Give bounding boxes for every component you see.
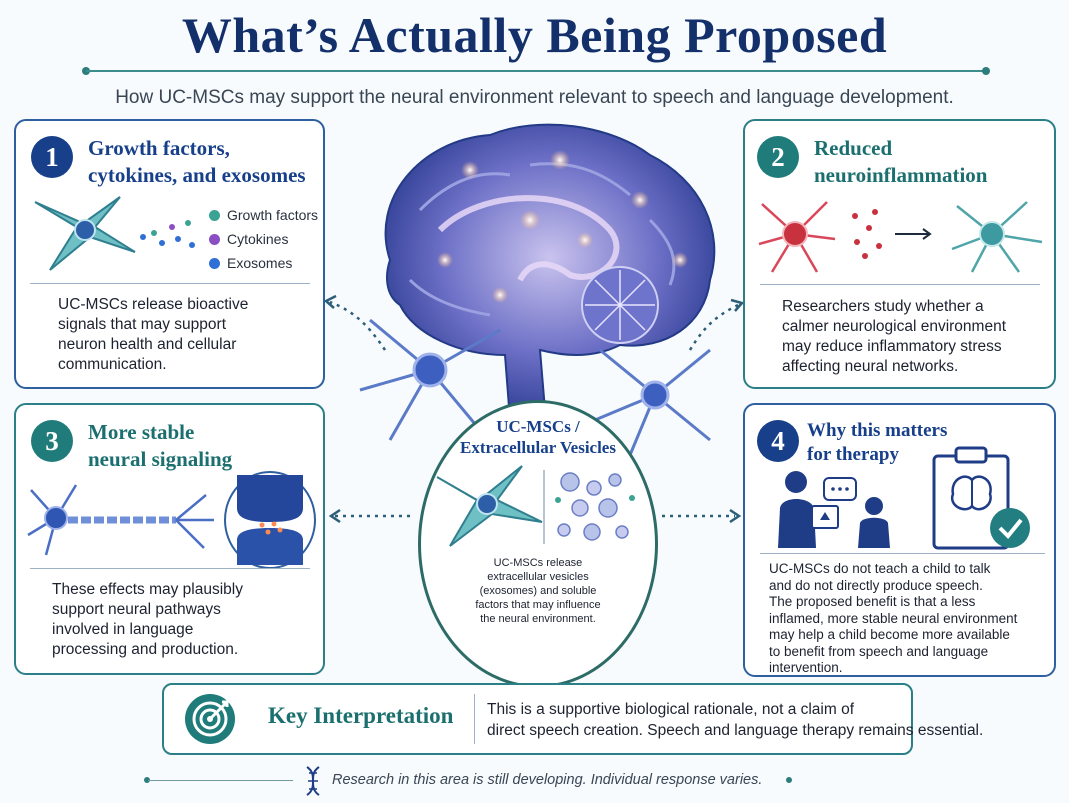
inflamed-to-calm-cells-icon: [758, 201, 1043, 273]
center-body: UC-MSCs release extracellular vesicles (…: [453, 556, 623, 626]
center-title-line: UC-MSCs /: [496, 417, 580, 436]
signal-particles: [140, 220, 195, 248]
card-2-title-line: neuroinflammation: [814, 163, 988, 187]
card-3-body-line: involved in language: [52, 621, 194, 638]
center-body-line: UC-MSCs release: [493, 557, 583, 569]
card-3-title-line: More stable: [88, 420, 195, 444]
legend-cytokines: Cytokines: [227, 231, 289, 247]
footer-dot-right: [786, 777, 792, 783]
title-rule: [86, 70, 986, 72]
card-4-title-line: Why this matters: [807, 420, 948, 441]
card-1-body-line: neuron health and cellular: [58, 336, 237, 353]
therapist-child-icon: [778, 471, 890, 548]
card-1-number-badge: 1: [31, 136, 73, 178]
card-2-title-line: Reduced: [814, 136, 893, 160]
page-subtitle: How UC-MSCs may support the neural envir…: [115, 87, 954, 108]
footer-dot-left: [144, 777, 150, 783]
key-interpretation-box: [162, 683, 913, 755]
card-4-body-line: inflamed, more stable neural environment: [769, 610, 1018, 626]
card-1-body-line: signals that may support: [58, 316, 227, 333]
legend-growth-factors: Growth factors: [227, 207, 319, 223]
card-3-title: More stable neural signaling: [88, 419, 232, 473]
synapse-icon: [224, 471, 316, 569]
card-4-divider: [760, 553, 1045, 554]
card-4-body-line: UC-MSCs do not teach a child to talk: [769, 561, 991, 576]
card-4-body-line: intervention.: [769, 660, 843, 675]
card-2-number-badge: 2: [757, 136, 799, 178]
card-4-body-line: may help a child become more available: [769, 627, 1010, 642]
card-3-body-line: processing and production.: [52, 641, 239, 658]
card-1-body-line: UC-MSCs release bioactive: [58, 296, 249, 313]
center-body-line: factors that may influence: [475, 599, 601, 611]
card-4-number-badge: 4: [757, 420, 799, 462]
growth-factor-dot: [209, 210, 220, 221]
center-stem-cell-vesicles-icon: [436, 465, 635, 547]
card-4-body-line: and do not directly produce speech.: [769, 577, 983, 593]
card-1-title: Growth factors, cytokines, and exosomes: [88, 135, 306, 189]
card-2-title: Reduced neuroinflammation: [814, 135, 987, 189]
card-2-divider: [760, 284, 1040, 285]
stem-cell-icon: [34, 196, 136, 271]
page-title: What’s Actually Being Proposed: [181, 7, 888, 63]
card-2-body: Researchers study whether a calmer neuro…: [782, 297, 1052, 377]
exosome-dot: [209, 258, 220, 269]
card-3-body-line: support neural pathways: [52, 601, 221, 618]
neuron-right-illustration: [594, 348, 711, 456]
key-text-line: This is a supportive biological rational…: [487, 701, 855, 718]
center-body-line: (exosomes) and soluble: [479, 585, 597, 597]
card-2-body-line: affecting neural networks.: [782, 358, 959, 375]
card-3-divider: [30, 568, 310, 569]
key-divider: [474, 694, 475, 744]
dna-icon: [306, 766, 320, 796]
card-3-title-line: neural signaling: [88, 447, 233, 471]
card-4-title: Why this matters for therapy: [807, 419, 947, 467]
center-title-line: Extracellular Vesicles: [460, 438, 616, 457]
center-title: UC-MSCs / Extracellular Vesicles: [418, 416, 658, 458]
center-oval: [418, 400, 658, 688]
key-interpretation-title: Key Interpretation: [268, 703, 454, 728]
card-1-title-line: Growth factors,: [88, 136, 230, 160]
key-interpretation-text: This is a supportive biological rational…: [487, 699, 983, 741]
card-2-body-line: calmer neurological environment: [782, 318, 1007, 335]
card-1-body-line: communication.: [58, 356, 167, 373]
legend-exosomes: Exosomes: [227, 255, 293, 271]
card-1-divider: [30, 283, 310, 284]
axon-neuron-icon: [27, 484, 214, 556]
card-2-body-line: Researchers study whether a: [782, 298, 984, 315]
brain-illustration: [384, 123, 716, 422]
card-4-body: UC-MSCs do not teach a child to talk and…: [769, 561, 1049, 677]
card-4-body-line: The proposed benefit is that a less: [769, 594, 976, 609]
cytokine-dot: [209, 234, 220, 245]
card-4-title-line: for therapy: [807, 444, 899, 465]
title-rule-dot-right: [982, 67, 990, 75]
center-body-line: extracellular vesicles: [487, 571, 589, 583]
key-text-line: direct speech creation. Speech and langu…: [487, 722, 984, 739]
card-4-body-line: to benefit from speech and language: [769, 643, 989, 659]
card-3-number-badge: 3: [31, 420, 73, 462]
card-3-body: These effects may plausibly support neur…: [52, 580, 312, 660]
target-icon: [185, 694, 235, 744]
neuron-left-illustration: [359, 318, 501, 441]
center-body-line: the neural environment.: [480, 613, 596, 625]
footer-note: Research in this area is still developin…: [332, 772, 763, 788]
card-1-title-line: cytokines, and exosomes: [88, 163, 306, 187]
card-3-body-line: These effects may plausibly: [52, 581, 243, 598]
card-1-body: UC-MSCs release bioactive signals that m…: [58, 295, 308, 375]
footer-rule-left: [148, 780, 293, 781]
card-2-body-line: may reduce inflammatory stress: [782, 338, 1002, 355]
clipboard-brain-check-icon: [932, 446, 1030, 550]
